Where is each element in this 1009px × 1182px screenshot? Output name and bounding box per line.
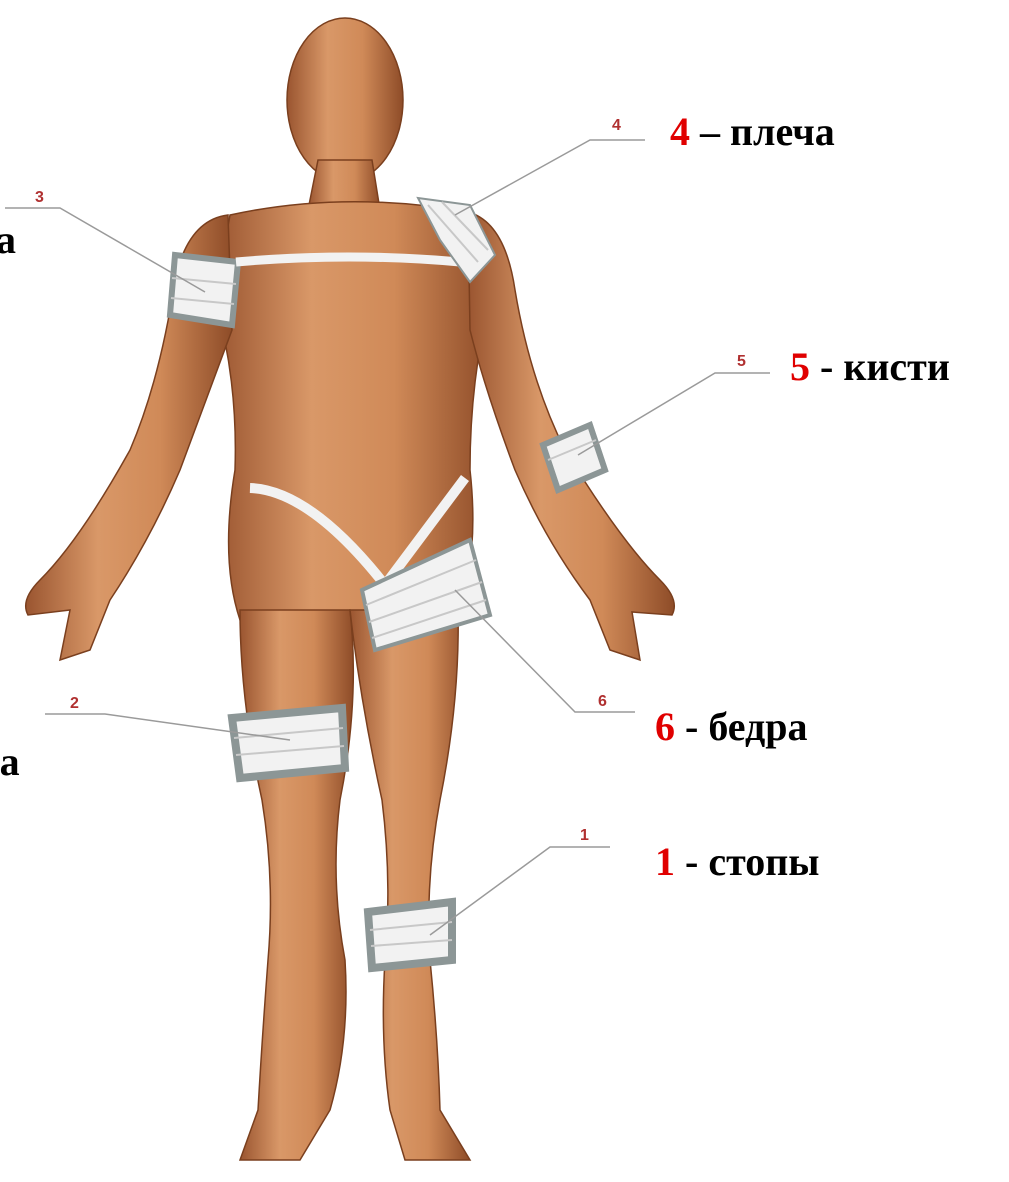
callout-digit-5: 5 xyxy=(737,353,746,370)
bandage-thigh xyxy=(232,708,345,778)
label-number: 6 xyxy=(655,704,675,749)
label-separator: – xyxy=(690,109,730,154)
head xyxy=(287,18,403,182)
leader-line-4 xyxy=(455,140,645,215)
label-thigh: 6 - бедра xyxy=(655,707,808,747)
bandage-upper-arm xyxy=(170,255,238,325)
label-number: 1 xyxy=(655,839,675,884)
callout-digit-6: 6 xyxy=(598,693,607,710)
label-text: стопы xyxy=(708,839,819,884)
clipped-label-upper: а xyxy=(0,220,16,260)
label-hand: 5 - кисти xyxy=(790,347,950,387)
callout-digit-2: 2 xyxy=(70,695,79,712)
label-shoulder: 4 – плеча xyxy=(670,112,835,152)
clipped-label-lower: ва xyxy=(0,742,20,782)
right-leg xyxy=(350,610,470,1160)
human-figure xyxy=(26,18,675,1160)
callout-digit-3: 3 xyxy=(35,189,44,206)
label-number: 5 xyxy=(790,344,810,389)
bandage-chest-strap xyxy=(236,257,460,262)
callout-digit-4: 4 xyxy=(612,117,621,134)
label-number: 4 xyxy=(670,109,690,154)
label-text: плеча xyxy=(730,109,835,154)
label-text: кисти xyxy=(843,344,950,389)
callout-digit-1: 1 xyxy=(580,827,589,844)
label-text: бедра xyxy=(708,704,807,749)
label-separator: - xyxy=(810,344,843,389)
leader-line-1 xyxy=(430,847,610,935)
label-foot: 1 - стопы xyxy=(655,842,819,882)
left-leg xyxy=(240,610,353,1160)
label-separator: - xyxy=(675,839,708,884)
label-separator: - xyxy=(675,704,708,749)
leader-line-5 xyxy=(578,373,770,455)
bandage-shin xyxy=(368,902,452,968)
